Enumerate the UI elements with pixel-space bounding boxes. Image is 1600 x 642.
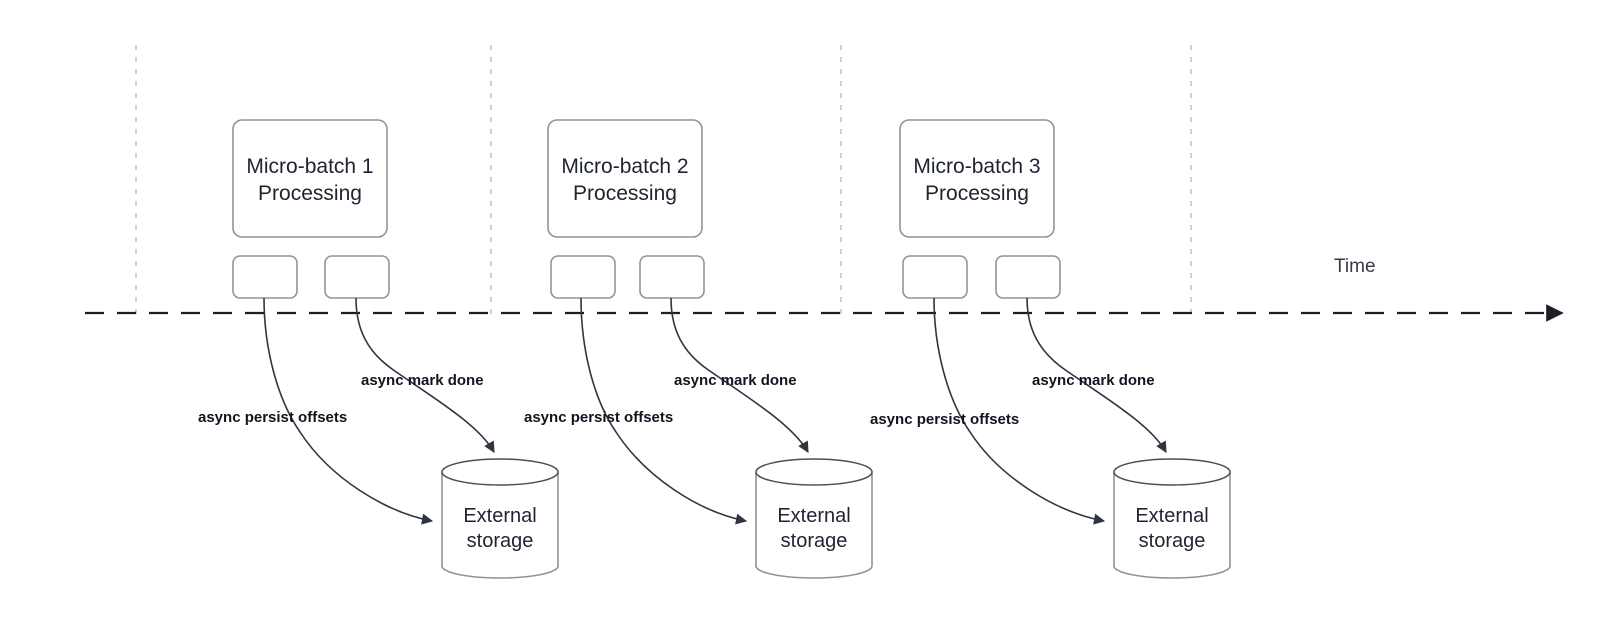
edge-label-async-persist-offsets-2: async persist offsets [524,409,674,426]
group-3-shapes [899,119,1231,579]
batch-boundary-separators [135,45,1192,315]
edge-async-persist-offsets-1 [263,297,434,525]
edge-async-persist-offsets-3 [933,297,1106,525]
external-storage-2-cylinder[interactable] [755,458,873,579]
edge-label-async-persist-offsets-3: async persist offsets [870,411,1020,428]
micro-batch-3-box[interactable] [899,119,1055,238]
external-storage-3-cylinder[interactable] [1113,458,1231,579]
edge-async-mark-done-1 [355,297,495,453]
edge-label-async-mark-done-3: async mark done [1032,372,1155,389]
micro-batch-1-box[interactable] [232,119,388,238]
external-storage-1-cylinder[interactable] [441,458,559,579]
micro-batch-3-task-box-b[interactable] [995,255,1061,299]
edge-async-mark-done-2 [670,297,809,453]
external-storage-2-body [755,471,873,579]
edge-async-mark-done-3 [1026,297,1167,453]
external-storage-1-top [441,458,559,486]
micro-batch-1-task-box-a[interactable] [232,255,298,299]
external-storage-3-top [1113,458,1231,486]
edge-async-persist-offsets-2 [580,297,748,525]
micro-batch-2-task-box-b[interactable] [639,255,705,299]
micro-batch-2-task-box-a[interactable] [550,255,616,299]
micro-batch-3-task-box-a[interactable] [902,255,968,299]
group-1-shapes [232,119,559,579]
time-axis-label: Time [1334,256,1376,277]
edge-label-async-mark-done-1: async mark done [361,372,484,389]
micro-batch-1-task-box-b[interactable] [324,255,390,299]
micro-batch-2-box[interactable] [547,119,703,238]
external-storage-1-body [441,471,559,579]
edge-label-async-mark-done-2: async mark done [674,372,797,389]
edge-label-async-persist-offsets-1: async persist offsets [198,409,348,426]
group-2-shapes [547,119,873,579]
external-storage-2-top [755,458,873,486]
external-storage-3-body [1113,471,1231,579]
